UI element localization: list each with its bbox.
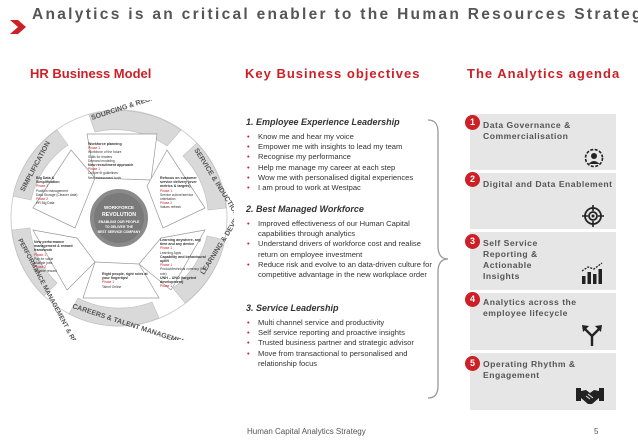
wheel-center-1: WORKFORCE [104, 205, 134, 210]
list-item: I am proud to work at Westpac [246, 183, 442, 193]
wheel-center-4: TO DELIVER THE [105, 225, 134, 229]
handshake-icon [576, 388, 604, 404]
objective-heading: 1. Employee Experience Leadership [246, 117, 400, 127]
bar-chart-icon [581, 262, 603, 284]
target-icon [582, 205, 604, 227]
objective-heading: 3. Service Leadership [246, 303, 339, 313]
list-item: Self service reporting and proactive ins… [246, 328, 442, 338]
person-gear-icon [584, 148, 604, 168]
agenda-item-4: Analytics across the employee lifecycle [470, 293, 616, 350]
agenda-number-4: 4 [465, 292, 480, 307]
hr-model-header: HR Business Model [30, 66, 152, 81]
chevron-logo-icon [10, 20, 26, 34]
list-item: Move from transactional to personalised … [246, 349, 442, 369]
objective-2: 2. Best Managed Workforce Improved effec… [246, 204, 442, 280]
split-arrows-icon [582, 325, 602, 346]
agenda-label: Operating Rhythm & Engagement [483, 359, 576, 380]
list-item: Recognise my performance [246, 152, 442, 162]
box-sourcing: Workforce planning Phase 1 Workforce of … [88, 142, 134, 180]
agenda-label: Analytics across the employee lifecycle [483, 297, 577, 318]
agenda-header: The Analytics agenda [467, 66, 621, 81]
box-performance: New performance management & reward fram… [34, 240, 73, 274]
agenda-item-2: Digital and Data Enablement [470, 173, 616, 229]
list-item: Reduce risk and evolve to an data-driven… [246, 260, 442, 280]
list-item: Trusted business partner and strategic a… [246, 338, 442, 348]
agenda-number-1: 1 [465, 115, 480, 130]
objective-1: 1. Employee Experience Leadership Know m… [246, 117, 442, 193]
wheel-center-5: BEST SERVICE COMPANY [98, 230, 142, 234]
agenda-number-5: 5 [465, 356, 480, 371]
page-number: 5 [594, 427, 599, 436]
page-title: Analytics is an critical enabler to the … [32, 6, 638, 23]
list-item: Know me and hear my voice [246, 132, 442, 142]
box-service: Refocus on customer service delivery (ov… [160, 176, 197, 210]
box-learning: Learning anywhere, any time and any devi… [160, 238, 206, 289]
box-careers: Right people, right roles at your finger… [102, 272, 148, 289]
footer-text: Human Capital Analytics Strategy [247, 427, 366, 436]
list-item: Multi channel service and productivity [246, 318, 442, 328]
objectives-header: Key Business objectives [245, 66, 421, 81]
list-item: Help me manage my career at each step [246, 163, 442, 173]
agenda-item-5: Operating Rhythm & Engagement [470, 353, 616, 410]
objective-heading: 2. Best Managed Workforce [246, 204, 364, 214]
hr-business-model-wheel: SOURCING & RECRUITMENT SERVICE & INDUCTI… [4, 100, 234, 340]
list-item: Wow me with personalised digital experie… [246, 173, 442, 183]
agenda-label: Self Service Reporting & Actionable Insi… [483, 238, 538, 281]
agenda-number-2: 2 [465, 172, 480, 187]
list-item: Improved effectiveness of our Human Capi… [246, 219, 442, 239]
wheel-center-2: REVOLUTION [102, 212, 136, 218]
curly-brace-icon [427, 119, 449, 399]
agenda-item-1: Data Governance & Commercialisation [470, 114, 616, 170]
agenda-label: Data Governance & Commercialisation [483, 120, 571, 141]
box-simplification: Big Data & Simplification Phase 1 Positi… [36, 176, 78, 206]
wheel-center-3: ENABLING OUR PEOPLE [99, 220, 141, 224]
objective-3: 3. Service Leadership Multi channel serv… [246, 303, 442, 369]
agenda-label: Digital and Data Enablement [483, 179, 613, 189]
agenda-item-3: Self Service Reporting & Actionable Insi… [470, 232, 616, 290]
list-item: Empower me with insights to lead my team [246, 142, 442, 152]
agenda-number-3: 3 [465, 234, 480, 249]
list-item: Understand drivers of workforce cost and… [246, 239, 442, 259]
